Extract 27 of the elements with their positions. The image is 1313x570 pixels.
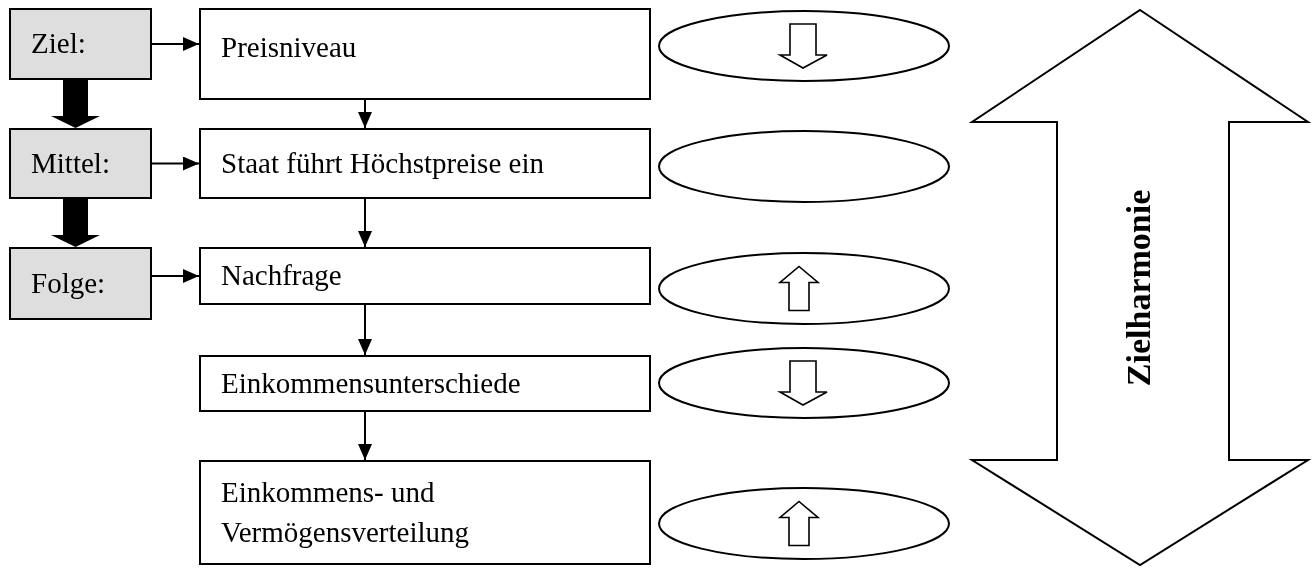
arrow — [358, 304, 372, 356]
thick-arrow — [51, 199, 100, 247]
process-box — [199, 355, 651, 412]
arrow — [358, 99, 372, 129]
process-box — [199, 8, 651, 100]
stage-label-box — [9, 128, 152, 199]
process-box — [199, 247, 651, 305]
box-text: Einkommens- und Vermögensverteilung — [221, 475, 471, 550]
arrow — [358, 411, 372, 461]
arrow — [358, 198, 372, 248]
arrow — [151, 156, 200, 171]
box-text: Staat führt Höchstpreise ein — [221, 145, 544, 181]
stage-label-box — [9, 8, 152, 80]
process-box — [199, 128, 651, 199]
stage-label-box — [9, 247, 152, 320]
box-text: Einkommensunterschiede — [221, 365, 521, 401]
thick-arrow — [51, 80, 100, 128]
stage-label: Ziel: — [31, 26, 86, 62]
box-text: Nachfrage — [221, 258, 342, 294]
stage-label: Folge: — [31, 265, 106, 301]
stage-label: Mittel: — [31, 145, 110, 181]
process-box — [199, 460, 651, 565]
arrow — [151, 269, 200, 283]
double-arrow-shape — [971, 9, 1309, 566]
box-text: Preisniveau — [221, 30, 357, 65]
vertical-title: Zielharmonie — [1119, 189, 1159, 386]
arrow — [151, 37, 200, 51]
